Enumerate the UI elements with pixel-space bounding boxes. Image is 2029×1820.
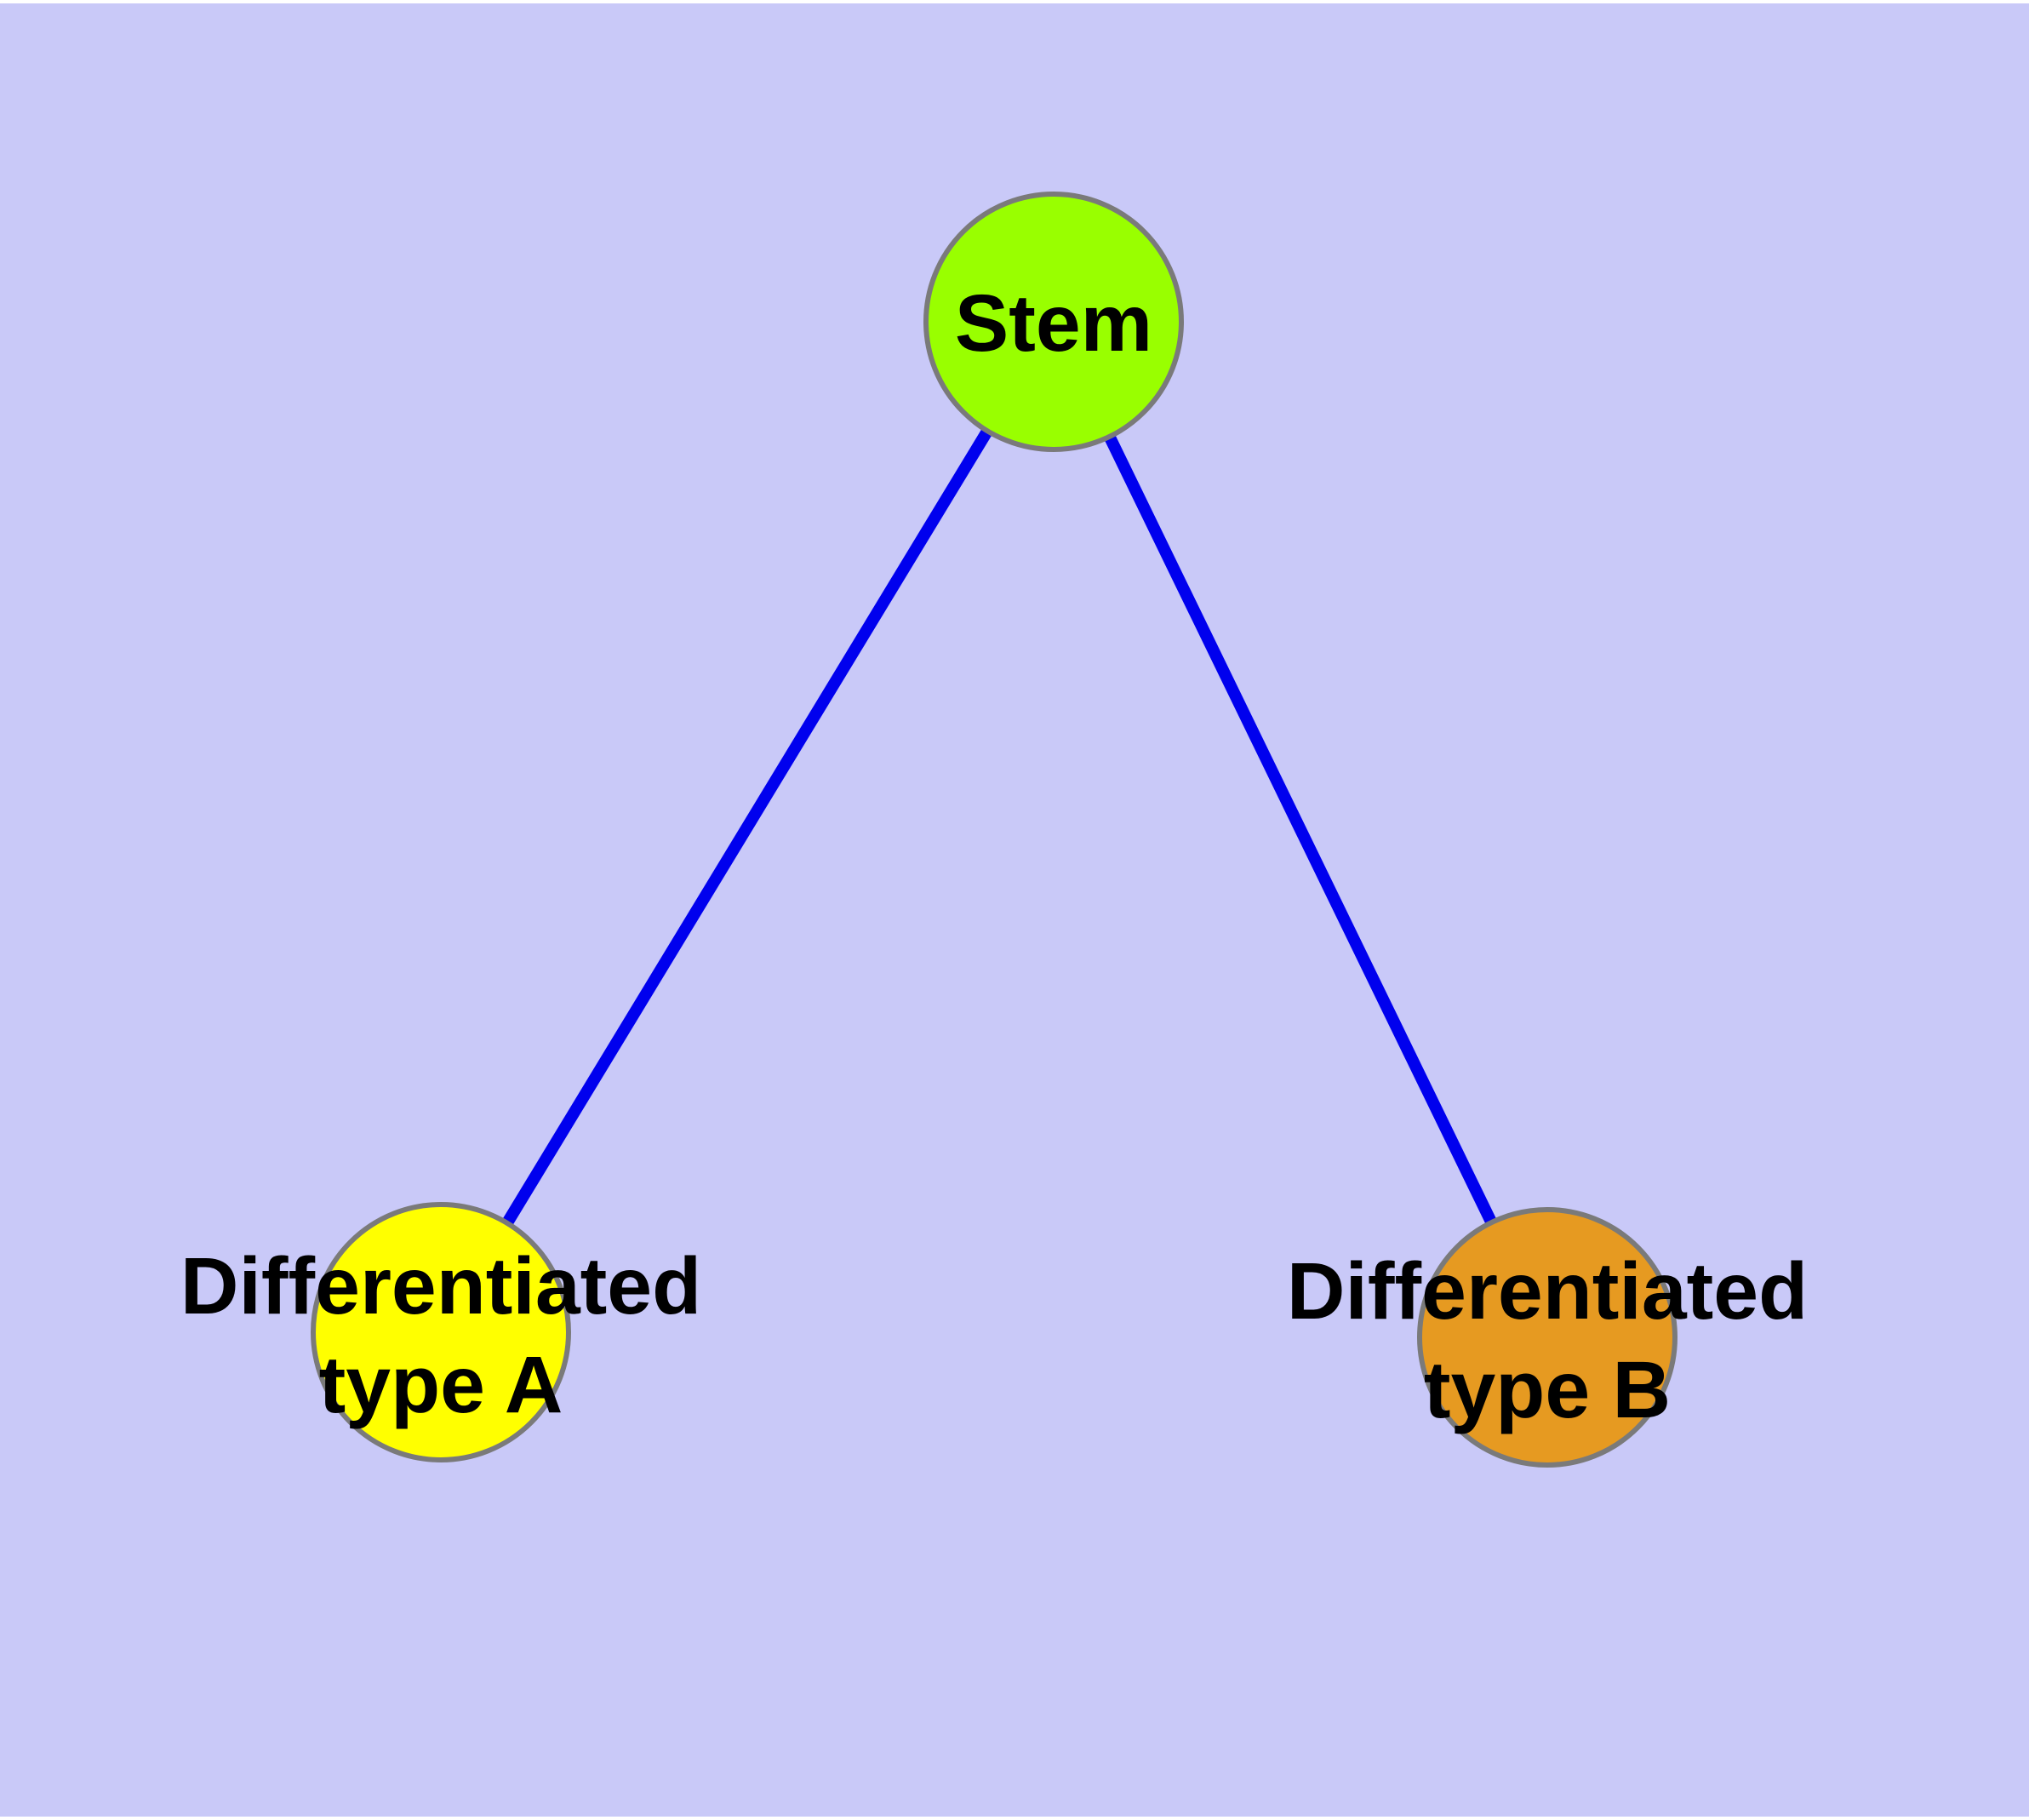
diagram-container: Stem Differentiated type A Differentiate… bbox=[0, 3, 2029, 1817]
edge-stem-to-type-b bbox=[1048, 318, 1553, 1341]
node-differentiated-type-b bbox=[1417, 1207, 1677, 1468]
node-stem bbox=[923, 192, 1184, 452]
diagram-canvas: Stem Differentiated type A Differentiate… bbox=[0, 3, 2029, 1817]
node-differentiated-type-a-label-line2: type A bbox=[319, 1340, 563, 1430]
node-differentiated-type-b-label-line2: type B bbox=[1424, 1345, 1671, 1435]
edge-stem-to-type-a bbox=[436, 318, 1059, 1336]
node-stem-label: Stem bbox=[955, 278, 1152, 369]
node-differentiated-type-b-label-line1: Differentiated bbox=[1287, 1246, 1808, 1336]
node-differentiated-type-a-label-line1: Differentiated bbox=[180, 1241, 701, 1331]
node-differentiated-type-a bbox=[311, 1202, 571, 1462]
